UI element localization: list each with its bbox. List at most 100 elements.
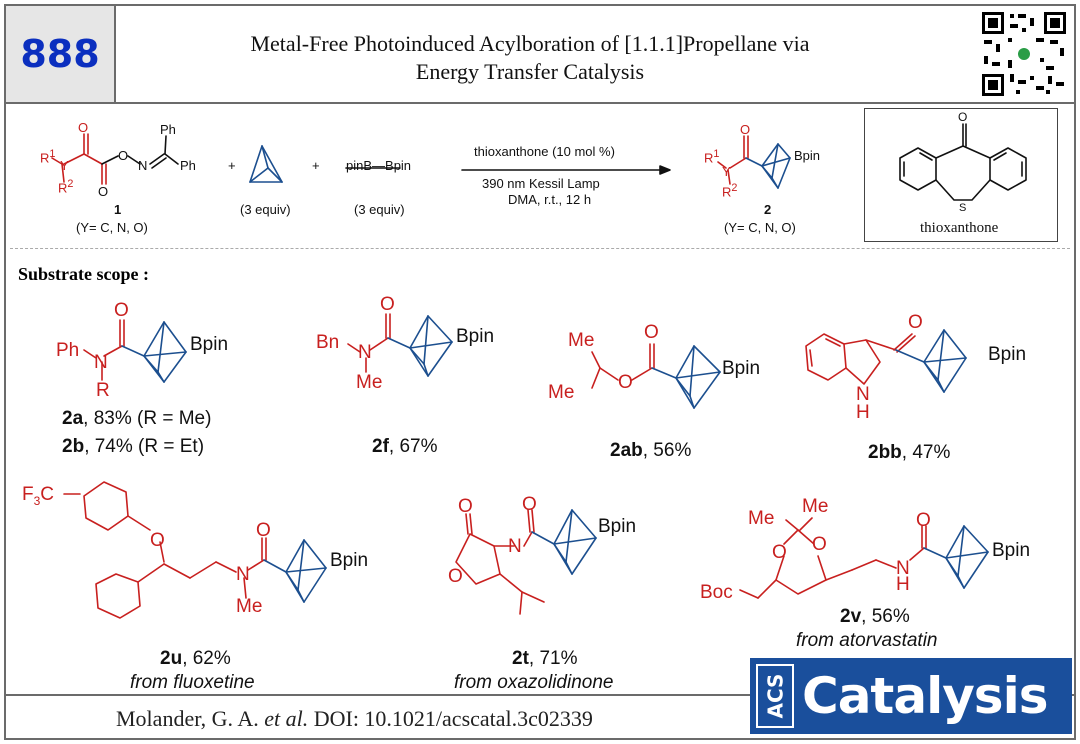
b2pin2-equiv: (3 equiv) bbox=[354, 202, 405, 217]
b2pin2-label: pinB—Bpin bbox=[346, 158, 412, 173]
product-2-structure bbox=[717, 135, 791, 189]
atom-label-ph: Ph bbox=[180, 158, 196, 173]
section-divider bbox=[10, 248, 1070, 249]
structure-2a bbox=[83, 319, 187, 383]
atom-label-r1: R1 bbox=[704, 148, 720, 166]
atom-label-o: O bbox=[118, 148, 129, 163]
atom-label-bpin: Bpin bbox=[190, 334, 229, 355]
structure-2bb bbox=[805, 329, 967, 393]
structure-2u bbox=[63, 481, 327, 619]
atom-label-me: Me bbox=[356, 372, 383, 393]
atom-label-n: N bbox=[358, 342, 372, 363]
atom-label-me: Me bbox=[802, 496, 829, 517]
atom-label-o: O bbox=[908, 312, 923, 333]
condition-light: 390 nm Kessil Lamp bbox=[482, 176, 600, 191]
atom-label-o: O bbox=[812, 534, 827, 555]
caption-2t: 2t, 71% bbox=[512, 648, 578, 669]
reaction-arrow bbox=[461, 165, 671, 175]
thioxanthone-structure bbox=[899, 123, 1027, 201]
atom-label-r2: R2 bbox=[722, 182, 738, 200]
atom-label-o: O bbox=[380, 294, 395, 315]
product-2-note: (Y= C, N, O) bbox=[724, 220, 796, 235]
atom-label-nh: N bbox=[856, 384, 870, 405]
journal-name: Catalysis bbox=[802, 667, 1048, 725]
atom-label-me: Me bbox=[748, 508, 775, 529]
acs-catalysis-logo: ACS Catalysis bbox=[750, 658, 1072, 734]
atom-label-bpin: Bpin bbox=[988, 344, 1027, 365]
structure-2v bbox=[739, 517, 989, 599]
catalyst-name: thioxanthone bbox=[920, 220, 999, 236]
atom-label-o: O bbox=[618, 372, 633, 393]
atom-label-me: Me bbox=[548, 382, 575, 403]
atom-label-me: Me bbox=[236, 596, 263, 617]
atom-label-o: O bbox=[448, 566, 463, 587]
citation: Molander, G. A. et al. DOI: 10.1021/acsc… bbox=[116, 706, 593, 731]
condition-solvent: DMA, r.t., 12 h bbox=[508, 192, 592, 207]
atom-label-o: O bbox=[150, 530, 165, 551]
atom-label-n: N bbox=[138, 158, 148, 173]
caption-2bb: 2bb, 47% bbox=[868, 442, 951, 463]
plus-sign: + bbox=[312, 158, 320, 173]
atom-label-bn: Bn bbox=[316, 332, 340, 353]
atom-label-cf3: F3C bbox=[22, 484, 55, 508]
catalyst-box bbox=[864, 108, 1058, 242]
reactant-1-label: 1 bbox=[114, 202, 122, 217]
atom-label-o: O bbox=[256, 520, 271, 541]
atom-label-bpin: Bpin bbox=[456, 326, 495, 347]
propellane-structure bbox=[249, 145, 283, 183]
atom-label-r2: R2 bbox=[58, 178, 74, 196]
footer-bar bbox=[4, 694, 1076, 740]
structure-2ab bbox=[591, 343, 721, 409]
atom-label-o: O bbox=[958, 110, 968, 124]
structure-2f bbox=[347, 313, 453, 377]
header-bar bbox=[4, 4, 1076, 104]
atom-label-o: O bbox=[916, 510, 931, 531]
atom-label-o: O bbox=[522, 494, 537, 515]
condition-catalyst: thioxanthone (10 mol %) bbox=[474, 144, 615, 159]
atom-label-o: O bbox=[458, 496, 473, 517]
atom-label-bpin: Bpin bbox=[330, 550, 369, 571]
atom-label-n: N bbox=[236, 564, 250, 585]
atom-label-bpin: Bpin bbox=[992, 540, 1031, 561]
propellane-equiv: (3 equiv) bbox=[240, 202, 291, 217]
atom-label-y: Y bbox=[722, 164, 731, 179]
atom-label-boc: Boc bbox=[700, 582, 733, 603]
atom-label-o: O bbox=[78, 120, 89, 135]
caption-2v: 2v, 56% bbox=[840, 606, 910, 627]
atom-label-bpin: Bpin bbox=[794, 148, 821, 163]
atom-label-ph: Ph bbox=[160, 122, 176, 137]
figure-title: Metal-Free Photoinduced Acylboration of … bbox=[120, 30, 940, 86]
atom-label-n: N bbox=[94, 352, 108, 373]
atom-label-n: N bbox=[508, 536, 522, 557]
caption-2b: 2b, 74% (R = Et) bbox=[62, 436, 205, 457]
atom-label-o: O bbox=[772, 542, 787, 563]
title-line-1: Metal-Free Photoinduced Acylboration of … bbox=[250, 31, 810, 56]
reactant-1-note: (Y= C, N, O) bbox=[76, 220, 148, 235]
figure-frame bbox=[4, 4, 1076, 740]
acs-mark: ACS bbox=[756, 664, 794, 728]
qr-code-icon bbox=[980, 10, 1068, 98]
atom-label-r: R bbox=[96, 380, 110, 401]
caption-2u: 2u, 62% bbox=[160, 648, 231, 669]
caption-2ab: 2ab, 56% bbox=[610, 440, 692, 461]
atom-label-n: N bbox=[896, 558, 910, 579]
caption-2u-source: from fluoxetine bbox=[130, 672, 255, 693]
atom-label-o: O bbox=[644, 322, 659, 343]
substrate-scope-heading: Substrate scope : bbox=[18, 264, 149, 284]
figure-number: 888 bbox=[6, 6, 116, 102]
atom-label-bpin: Bpin bbox=[598, 516, 637, 537]
plus-sign: + bbox=[228, 158, 236, 173]
atom-label-h: H bbox=[856, 402, 870, 423]
caption-2f: 2f, 67% bbox=[372, 436, 438, 457]
structure-2t bbox=[455, 509, 597, 615]
atom-label-r1: R1 bbox=[40, 148, 56, 166]
caption-2t-source: from oxazolidinone bbox=[454, 672, 614, 693]
atom-label-s: S bbox=[959, 202, 967, 214]
atom-label-o: O bbox=[114, 300, 129, 321]
atom-label-y: Y bbox=[60, 158, 69, 173]
caption-2v-source: from atorvastatin bbox=[796, 630, 938, 651]
atom-label-me: Me bbox=[568, 330, 595, 351]
atom-label-ph: Ph bbox=[56, 340, 80, 361]
caption-2a: 2a, 83% (R = Me) bbox=[62, 408, 212, 429]
